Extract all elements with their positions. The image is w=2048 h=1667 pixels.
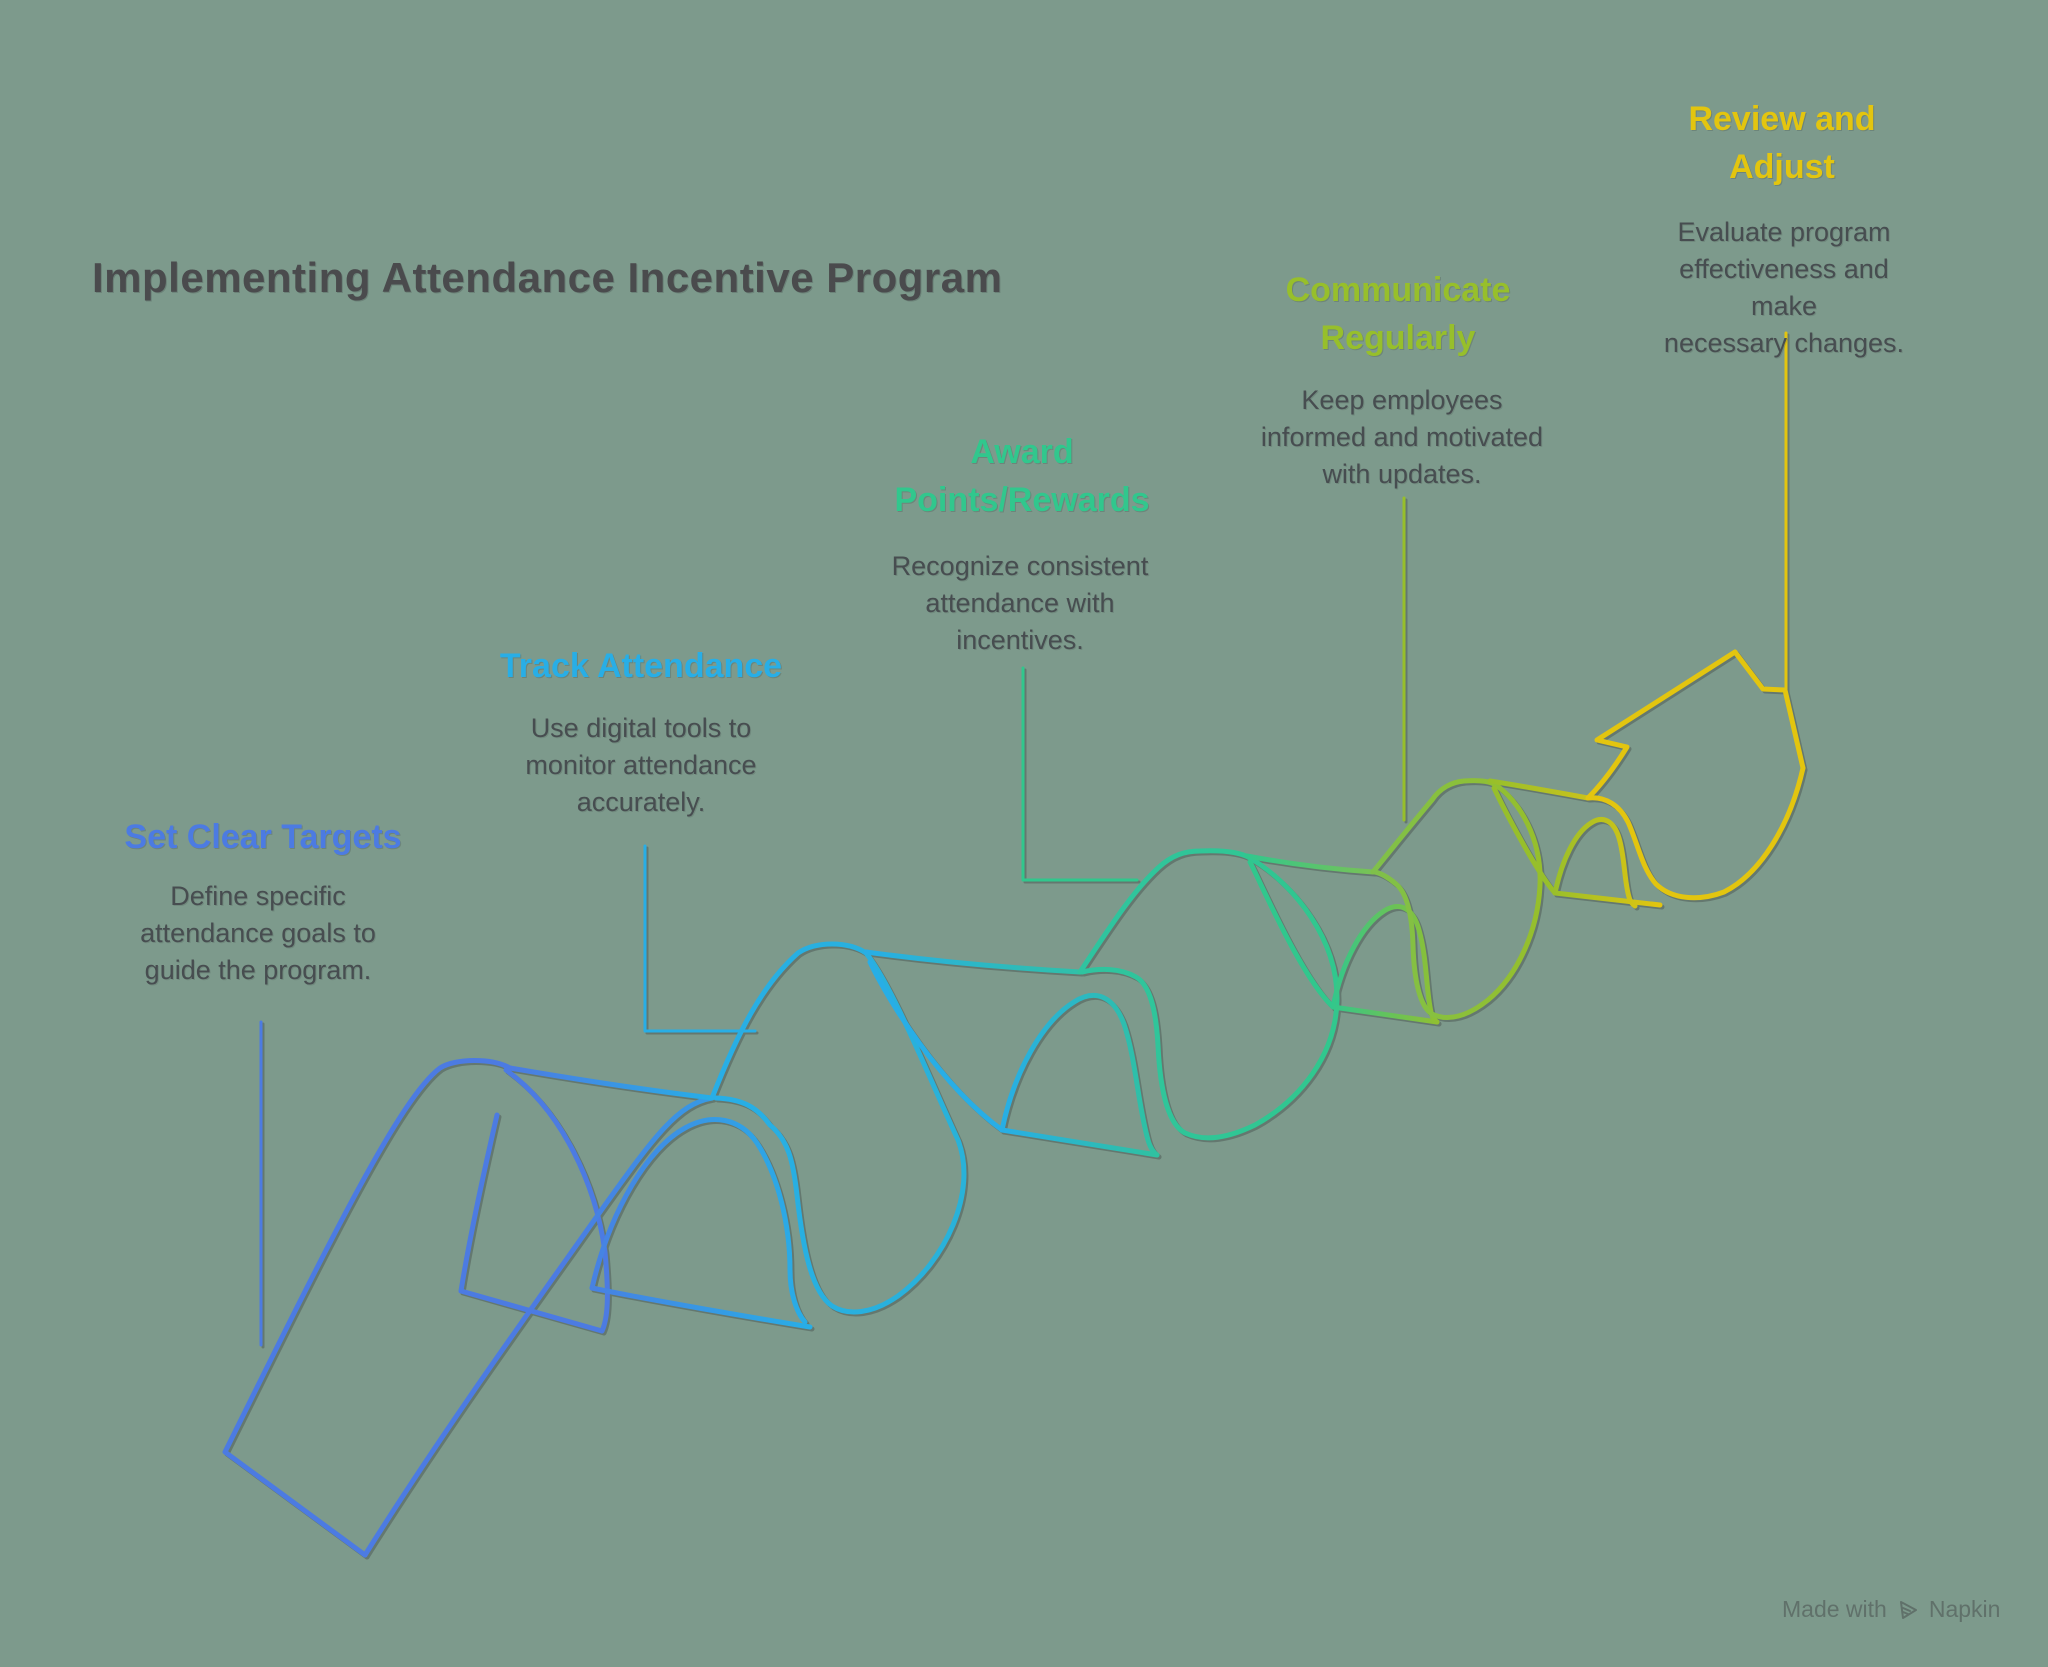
fold-3-underside bbox=[1330, 1004, 1440, 1025]
step-label-communicate-regularly: Communicate Regularly bbox=[1285, 271, 1511, 358]
fold-1-underside bbox=[589, 1285, 813, 1330]
page-title: Implementing Attendance Incentive Progra… bbox=[92, 254, 1003, 301]
watermark: Made with Napkin bbox=[1782, 1596, 2000, 1623]
watermark-brand: Napkin bbox=[1928, 1596, 2001, 1622]
step-desc-set-clear-targets: Define specific attendance goals to guid… bbox=[140, 881, 376, 985]
step-label-set-clear-targets: Set Clear Targets bbox=[124, 818, 402, 856]
wave-2-tongue bbox=[709, 941, 967, 1315]
step-label-award-points-rewards: Award Points/Rewards bbox=[894, 433, 1150, 520]
wave-2-back-edge bbox=[863, 949, 1083, 975]
fold-4-underside bbox=[1552, 890, 1663, 908]
step-label-review-and-adjust: Review and Adjust bbox=[1688, 100, 1876, 187]
arrow-tail bbox=[1585, 765, 1806, 901]
step-desc-award-points-rewards: Recognize consistent attendance with inc… bbox=[891, 551, 1149, 655]
wave-4-near-edge bbox=[1491, 785, 1558, 896]
wave-1-slab-edge bbox=[362, 1095, 715, 1558]
wave-1-outline bbox=[222, 1058, 513, 1558]
arrow-head bbox=[1585, 649, 1806, 801]
wave-1-back-edge bbox=[507, 1065, 715, 1101]
watermark-prefix: Made with bbox=[1782, 1596, 1887, 1622]
wave-3-near-edge bbox=[1247, 859, 1336, 1010]
step-desc-communicate-regularly: Keep employees informed and motivated wi… bbox=[1260, 385, 1544, 489]
fold-2-underside bbox=[999, 1127, 1160, 1158]
step-desc-track-attendance: Use digital tools to monitor attendance … bbox=[525, 713, 757, 817]
step-desc-review-and-adjust: Evaluate program effectiveness and make … bbox=[1663, 217, 1905, 358]
fold-1-inner-arch bbox=[589, 1117, 808, 1325]
fold-2-inner-arch bbox=[999, 992, 1160, 1158]
step-label-track-attendance: Track Attendance bbox=[499, 647, 783, 685]
wave-4-tongue bbox=[1370, 778, 1543, 1020]
wave-3-tongue bbox=[1077, 848, 1340, 1141]
connector-step-2 bbox=[643, 844, 757, 1033]
wave-3-back-edge bbox=[1244, 853, 1376, 875]
connector-step-3 bbox=[1021, 666, 1139, 882]
wave-1-right-side bbox=[503, 1067, 610, 1334]
wave-4-back-edge bbox=[1487, 778, 1591, 801]
napkin-logo-icon bbox=[1899, 1600, 1917, 1619]
wave-1-thickness-fold bbox=[458, 1112, 605, 1334]
wave-2-near-edge bbox=[867, 959, 1005, 1133]
